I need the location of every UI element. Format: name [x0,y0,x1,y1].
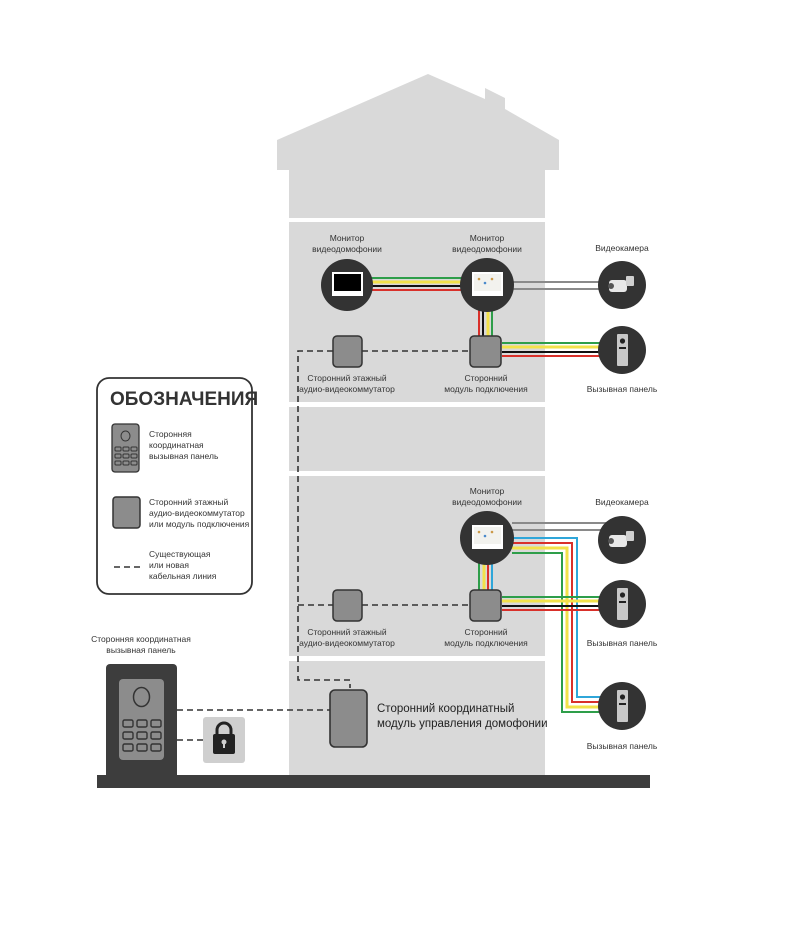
module-top-label-2: модуль подключения [444,384,528,394]
entry-panel-label-1: Сторонняя координатная [91,634,191,644]
monitor-bottom-label-2: видеодомофонии [452,497,522,507]
legend-item-1-line-3: вызывная панель [149,451,219,461]
module-box-icon [332,335,363,368]
camera-top-label: Видеокамера [595,243,649,253]
monitor-icon [332,272,363,296]
camera-icon [608,276,634,292]
legend: ОБОЗНАЧЕНИЯ Сторонняя координатна [96,377,258,595]
floor-top [289,222,545,402]
module-box-icon [332,589,363,622]
switch-bottom-label-1: Сторонний этажный [307,627,387,637]
floor-bottom [289,476,545,656]
monitor-left[interactable] [321,259,373,311]
legend-item-2-line-2: аудио-видеокоммутатор [149,508,245,518]
camera-bottom[interactable] [598,516,646,564]
monitor-bottom[interactable] [460,511,514,565]
call-panel-bottom[interactable] [598,580,646,628]
wires-bottom-floor [478,522,606,713]
lock[interactable] [203,717,245,763]
call-panel-top[interactable] [598,326,646,374]
camera-icon [608,531,634,547]
monitor-icon [472,272,503,296]
call-panel-icon [617,690,628,722]
monitor-left-label-2: видеодомофонии [312,244,382,254]
legend-item-1-line-2: координатная [149,440,204,450]
legend-item-dashed-line: Существующая или новая кабельная линия [114,549,217,581]
monitor-icon [472,525,503,549]
call-panel-bottom-label: Вызывная панель [587,638,658,648]
wire-yellow [512,546,606,709]
wire-red [512,542,606,703]
keypad-panel-icon [111,423,140,473]
legend-item-2-line-1: Сторонний этажный [149,497,229,507]
wires-top-floor [370,277,606,357]
switch-top[interactable] [332,335,363,368]
legend-item-3-line-3: кабельная линия [149,571,217,581]
switch-bottom-label-2: аудио-видеокоммутатор [299,638,395,648]
monitor-right-label-2: видеодомофонии [452,244,522,254]
module-box-icon [112,496,141,529]
roof [277,74,559,218]
call-panel-bottom-2-label: Вызывная панель [587,741,658,751]
monitor-right-label-1: Монитор [470,233,505,243]
wire-blue [512,537,606,698]
legend-item-1-line-1: Сторонняя [149,429,192,439]
lock-icon [213,721,235,754]
module-box-icon [469,335,502,368]
switch-bottom[interactable] [332,589,363,622]
control-module-label-1: Сторонний координатный [377,703,514,715]
legend-item-2-line-3: или модуль подключения [149,519,250,529]
call-panel-bottom-2[interactable] [598,682,646,730]
call-panel-top-label: Вызывная панель [587,384,658,394]
module-bottom[interactable] [469,589,502,622]
control-module-label-2: модуль управления домофонии [377,718,548,730]
switch-top-label-2: аудио-видеокоммутатор [299,384,395,394]
legend-item-3-line-2: или новая [149,560,189,570]
control-module[interactable] [329,689,368,748]
camera-bottom-label: Видеокамера [595,497,649,507]
ground-bar [97,775,650,788]
entry-panel[interactable] [106,664,177,776]
call-panel-icon [617,334,628,366]
wire-green [512,552,606,713]
switch-top-label-1: Сторонний этажный [307,373,387,383]
dashed-cable-lines [177,350,470,741]
monitor-right[interactable] [460,258,514,312]
module-top-label-1: Сторонний [464,373,507,383]
module-box-icon [329,689,368,748]
entry-panel-label-2: вызывная панель [106,645,176,655]
module-top[interactable] [469,335,502,368]
monitor-left-label-1: Монитор [330,233,365,243]
keypad-panel-icon [119,679,164,760]
camera-top[interactable] [598,261,646,309]
building [277,74,559,777]
legend-item-keypad-panel: Сторонняя координатная вызывная панель [111,423,219,473]
module-box-icon [469,589,502,622]
dashed-riser [297,350,351,688]
legend-item-module-box: Сторонний этажный аудио-видеокоммутатор … [112,496,250,529]
legend-title: ОБОЗНАЧЕНИЯ [110,389,258,410]
floor-empty [289,407,545,471]
module-bottom-label-1: Сторонний [464,627,507,637]
legend-item-3-line-1: Существующая [149,549,211,559]
module-bottom-label-2: модуль подключения [444,638,528,648]
monitor-bottom-label-1: Монитор [470,486,505,496]
call-panel-icon [617,588,628,620]
